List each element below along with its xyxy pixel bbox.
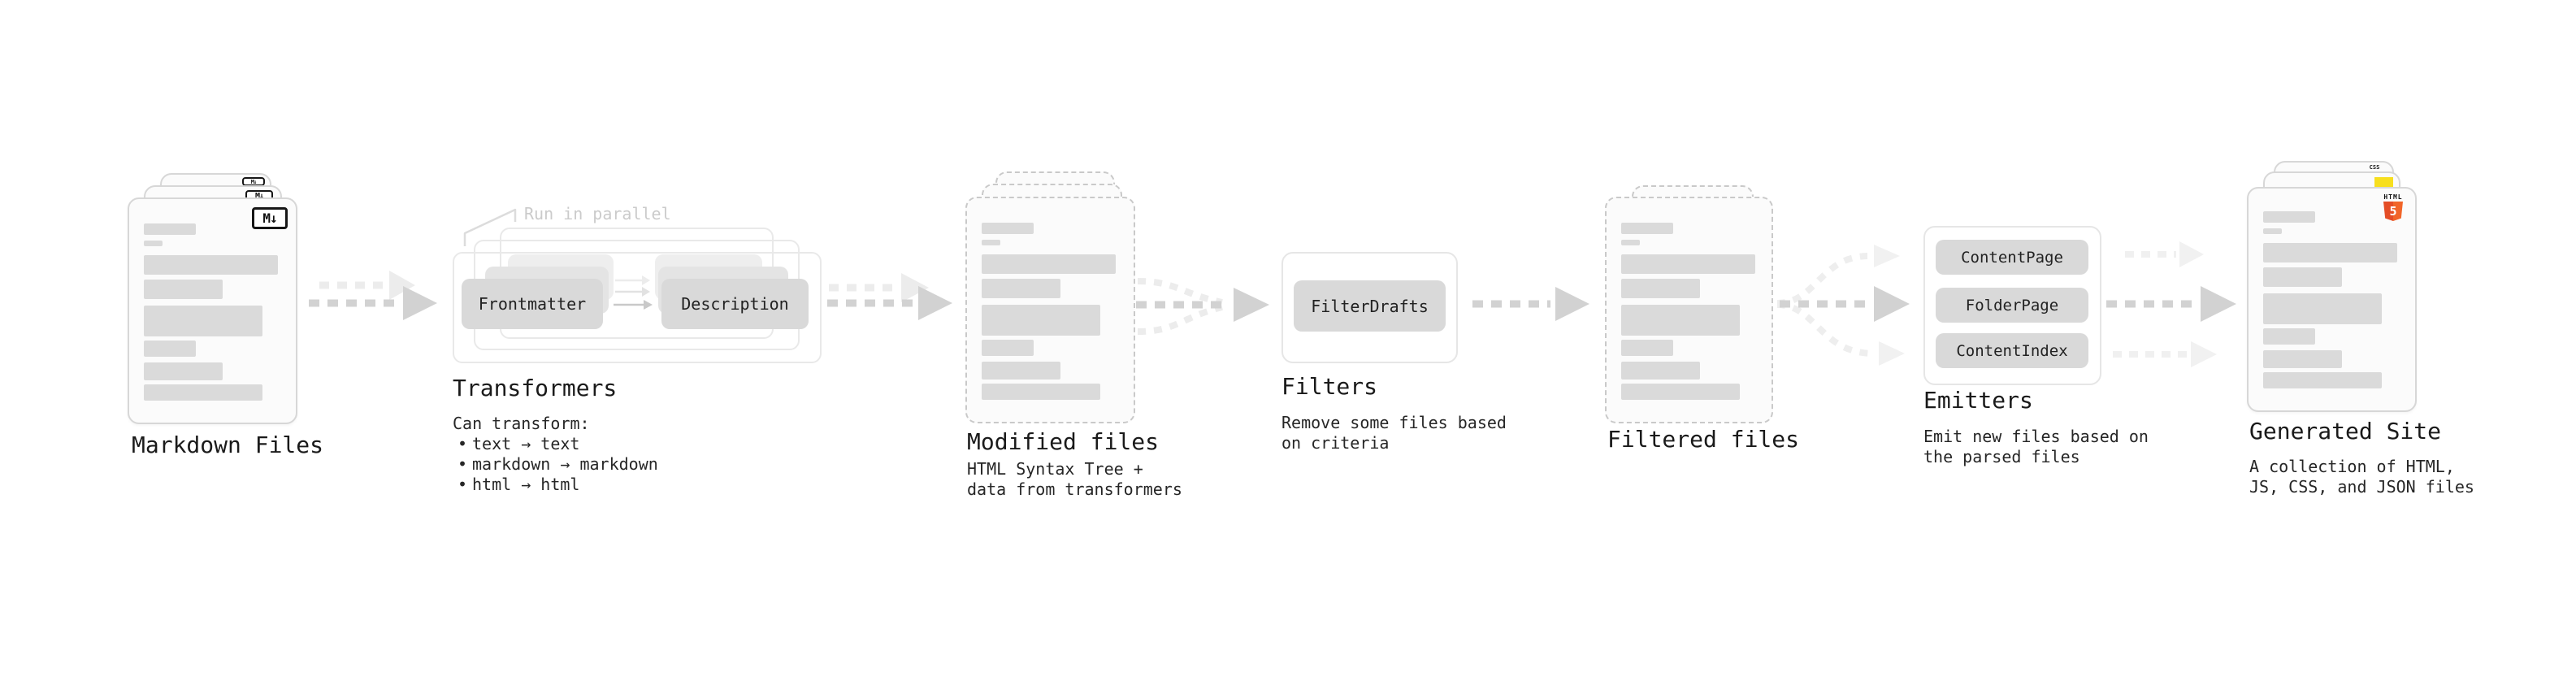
text-line-bar: [2263, 267, 2342, 287]
transformers-stack: Frontmatter Description: [453, 228, 822, 363]
text-line-bar: [1621, 279, 1700, 298]
description-line: JS, CSS, and JSON files: [2249, 477, 2474, 497]
modified-file-card: [965, 197, 1135, 423]
text-line-bar: [982, 254, 1116, 274]
bullet-dot: •: [457, 434, 468, 453]
description-line: Remove some files based: [1281, 413, 1507, 432]
markdown-file-card: M↓: [128, 197, 297, 424]
text-line-bar: [982, 240, 1000, 245]
description-line: A collection of HTML,: [2249, 457, 2455, 476]
filters-description: Remove some files based on criteria: [1281, 413, 1507, 453]
transform-bullet: •text → text: [453, 434, 658, 454]
text-line-bar: [144, 255, 278, 275]
text-line-bar: [1621, 362, 1700, 380]
text-line-bar: [982, 305, 1100, 336]
bullet-text: markdown → markdown: [472, 454, 658, 474]
stage-title-filtered-files: Filtered files: [1607, 426, 1800, 453]
text-line-bar: [2263, 211, 2315, 223]
text-line-bar: [2263, 243, 2397, 262]
text-line-bar: [1621, 223, 1673, 234]
markdown-icon: M↓: [252, 207, 288, 229]
description-line: on criteria: [1281, 433, 1390, 453]
arrow-transformers-to-modified: [827, 273, 952, 320]
arrow-emitters-to-site: [2106, 241, 2236, 367]
generated-site-description: A collection of HTML, JS, CSS, and JSON …: [2249, 457, 2474, 497]
text-line-bar: [144, 280, 223, 299]
arrow-markdown-to-transformers: [309, 271, 437, 320]
text-line-bar: [982, 362, 1060, 380]
bullet-dot: •: [457, 454, 468, 474]
description-line: data from transformers: [967, 479, 1182, 499]
description-pill: Description: [661, 279, 809, 329]
filterdrafts-pill: FilterDrafts: [1294, 280, 1446, 332]
stage-title-markdown-files: Markdown Files: [132, 432, 324, 458]
folderpage-pill: FolderPage: [1936, 288, 2088, 323]
html5-icon: HTML 5: [2380, 193, 2406, 221]
text-line-bar: [982, 279, 1060, 298]
text-line-bar: [2263, 350, 2342, 368]
stage-title-modified-files: Modified files: [967, 428, 1160, 455]
text-line-bar: [982, 223, 1034, 234]
html5-shield: 5: [2383, 202, 2403, 221]
transform-bullet: •html → html: [453, 475, 658, 495]
stage-title-filters: Filters: [1281, 373, 1378, 400]
arrow-filtered-to-emitters: [1776, 245, 1910, 366]
can-transform-label: Can transform:: [453, 414, 590, 433]
run-in-parallel-note: Run in parallel: [524, 204, 671, 223]
text-line-bar: [144, 340, 196, 357]
transform-bullet: •markdown → markdown: [453, 454, 658, 475]
text-line-bar: [144, 241, 163, 246]
description-line: Emit new files based on: [1923, 427, 2149, 446]
text-line-bar: [1621, 254, 1755, 274]
arrow-modified-to-filters: [1136, 278, 1269, 335]
javascript-icon: [2374, 177, 2393, 187]
filters-box: FilterDrafts: [1281, 252, 1458, 363]
modified-files-description: HTML Syntax Tree + data from transformer…: [967, 459, 1182, 500]
filtered-file-card: [1605, 197, 1773, 423]
text-line-bar: [1621, 384, 1740, 400]
text-line-bar: [2263, 372, 2382, 388]
file-content-placeholder: [1621, 223, 1757, 400]
stage-title-emitters: Emitters: [1923, 387, 2033, 414]
text-line-bar: [2263, 228, 2282, 234]
transformer-card-front: [453, 252, 822, 363]
text-line-bar: [1621, 340, 1673, 356]
stage-title-generated-site: Generated Site: [2249, 418, 2442, 445]
text-line-bar: [982, 384, 1100, 400]
description-line: HTML Syntax Tree +: [967, 459, 1143, 479]
contentpage-pill: ContentPage: [1936, 240, 2088, 275]
description-line: the parsed files: [1923, 447, 2080, 466]
css-label: CSS: [2369, 164, 2380, 171]
text-line-bar: [982, 340, 1034, 356]
text-line-bar: [144, 384, 262, 401]
bullet-dot: •: [457, 475, 468, 494]
arrow-filters-to-filtered: [1472, 287, 1589, 321]
text-line-bar: [144, 362, 223, 380]
site-file-card-html: HTML 5: [2247, 187, 2417, 412]
text-line-bar: [1621, 305, 1740, 336]
transformers-description: Can transform: •text → text •markdown → …: [453, 414, 658, 495]
bullet-text: html → html: [472, 475, 580, 494]
frontmatter-pill: Frontmatter: [462, 279, 603, 329]
file-content-placeholder: [982, 223, 1119, 400]
text-line-bar: [2263, 328, 2315, 345]
stage-title-transformers: Transformers: [453, 375, 618, 401]
file-content-placeholder: [2263, 211, 2400, 388]
html5-number: 5: [2389, 204, 2397, 219]
file-content-placeholder: [144, 223, 281, 401]
text-line-bar: [1621, 240, 1640, 245]
contentindex-pill: ContentIndex: [1936, 333, 2088, 368]
text-line-bar: [144, 306, 262, 336]
emitters-box: ContentPage FolderPage ContentIndex: [1923, 226, 2101, 385]
html5-label: HTML: [2383, 193, 2403, 201]
text-line-bar: [144, 223, 196, 235]
text-line-bar: [2263, 293, 2382, 324]
emitters-description: Emit new files based on the parsed files: [1923, 427, 2149, 467]
bullet-text: text → text: [472, 434, 580, 453]
